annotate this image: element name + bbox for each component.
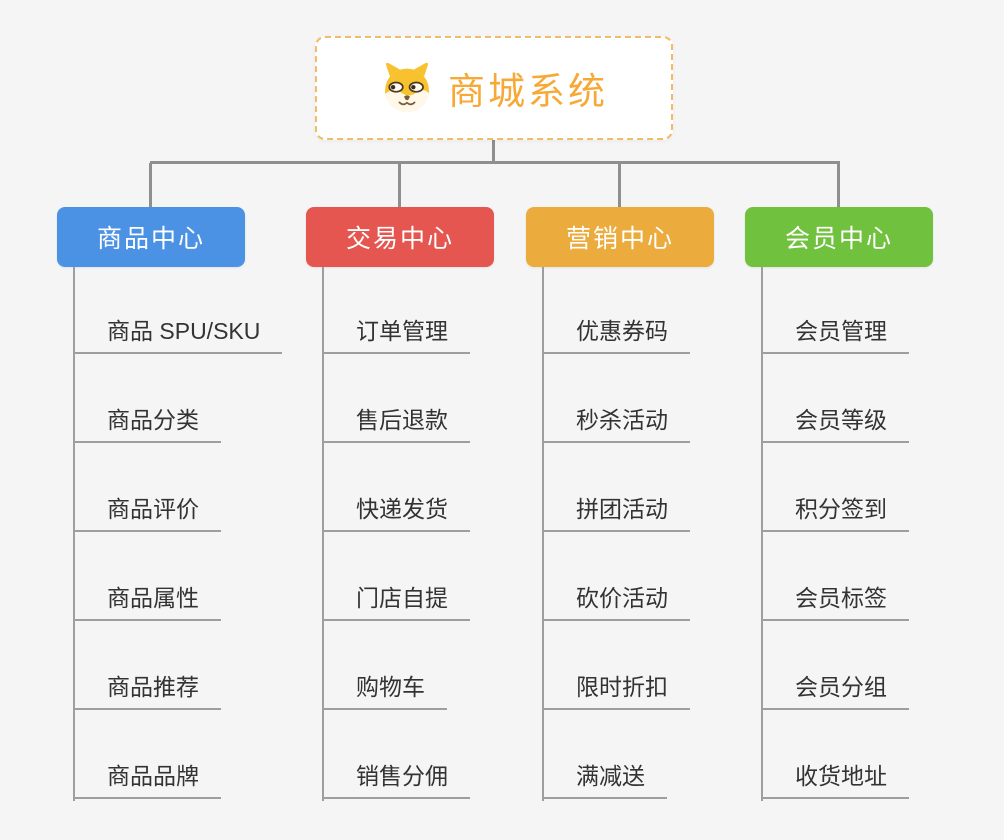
topic-item[interactable]: 积分签到 (761, 494, 909, 532)
connector-stub-product (149, 163, 152, 208)
branch-header-trade-center[interactable]: 交易中心 (306, 207, 494, 267)
topic-item[interactable]: 优惠券码 (542, 316, 690, 354)
branch-trade-center: 交易中心 订单管理 售后退款 快递发货 门店自提 购物车 销售分佣 (306, 207, 556, 840)
topic-item[interactable]: 购物车 (322, 672, 447, 710)
topic-item[interactable]: 会员标签 (761, 583, 909, 621)
topic-item[interactable]: 销售分佣 (322, 761, 470, 799)
branch-header-product-center[interactable]: 商品中心 (57, 207, 245, 267)
branch-label: 会员中心 (784, 225, 893, 253)
branch-line (73, 267, 75, 801)
topic-item[interactable]: 收货地址 (761, 761, 909, 799)
branch-header-marketing-center[interactable]: 营销中心 (526, 207, 714, 267)
topic-item[interactable]: 商品品牌 (73, 761, 221, 799)
connector-stub-trade (398, 163, 401, 208)
branch-label: 交易中心 (345, 225, 454, 253)
branch-member-center: 会员中心 会员管理 会员等级 积分签到 会员标签 会员分组 收货地址 (745, 207, 995, 840)
dog-face-icon (385, 62, 429, 113)
topic-item[interactable]: 商品推荐 (73, 672, 221, 710)
topic-item[interactable]: 满减送 (542, 761, 667, 799)
topic-item[interactable]: 拼团活动 (542, 494, 690, 532)
branch-product-center: 商品中心 商品 SPU/SKU 商品分类 商品评价 商品属性 商品推荐 商品品牌 (57, 207, 307, 840)
topic-item[interactable]: 会员管理 (761, 316, 909, 354)
topic-item[interactable]: 砍价活动 (542, 583, 690, 621)
topic-item[interactable]: 商品评价 (73, 494, 221, 532)
branch-label: 商品中心 (96, 225, 205, 253)
topic-item[interactable]: 门店自提 (322, 583, 470, 621)
root-node[interactable]: 商城系统 (315, 36, 673, 140)
branch-label: 营销中心 (565, 225, 674, 253)
connector-stub-marketing (618, 163, 621, 208)
topic-item[interactable]: 快递发货 (322, 494, 470, 532)
branch-line (322, 267, 324, 801)
branch-line (542, 267, 544, 801)
branch-marketing-center: 营销中心 优惠券码 秒杀活动 拼团活动 砍价活动 限时折扣 满减送 (526, 207, 776, 840)
topic-item[interactable]: 秒杀活动 (542, 405, 690, 443)
topic-item[interactable]: 售后退款 (322, 405, 470, 443)
branch-line (761, 267, 763, 801)
topic-item[interactable]: 商品属性 (73, 583, 221, 621)
branch-header-member-center[interactable]: 会员中心 (745, 207, 933, 267)
topic-item[interactable]: 商品分类 (73, 405, 221, 443)
topic-item[interactable]: 订单管理 (322, 316, 470, 354)
root-title: 商城系统 (448, 71, 608, 112)
connector-stub-member (837, 163, 840, 208)
topic-item[interactable]: 限时折扣 (542, 672, 690, 710)
topic-item[interactable]: 会员分组 (761, 672, 909, 710)
connector-root-vertical (492, 140, 495, 163)
topic-item[interactable]: 商品 SPU/SKU (73, 316, 283, 354)
connector-bus (150, 161, 840, 164)
topic-item[interactable]: 会员等级 (761, 405, 909, 443)
